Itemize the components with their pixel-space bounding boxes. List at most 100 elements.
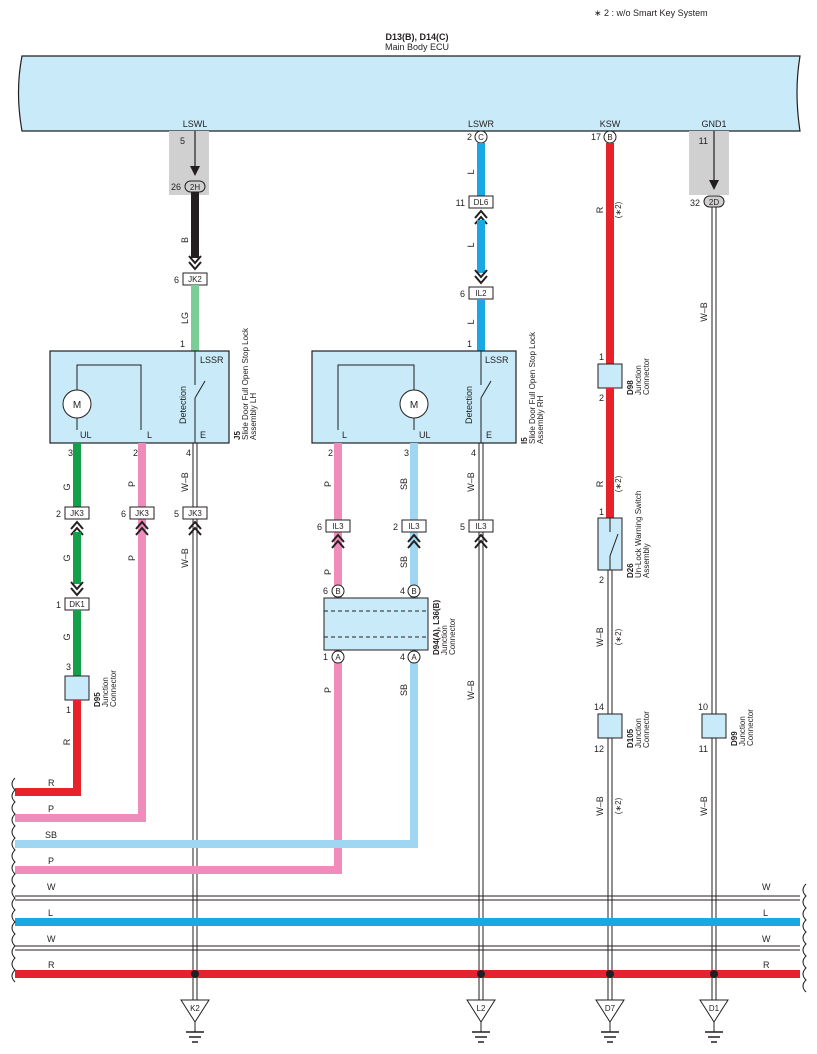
d94-b-l: B xyxy=(335,587,340,596)
d94-name2: Connector xyxy=(448,618,457,655)
i5-name2: Assembly RH xyxy=(536,395,545,444)
connector-il3-wb xyxy=(468,519,494,533)
j5-name: Slide Door Full Open Stop Lock xyxy=(241,327,250,440)
bus-label-r2: R xyxy=(48,960,55,970)
connector-il3-p xyxy=(325,519,351,533)
d95-id: D95 xyxy=(93,692,102,707)
j5-pin-e: 4 xyxy=(186,448,191,458)
connector-il3-sb-num: 2 xyxy=(393,522,398,532)
wire-label-p5: P xyxy=(323,687,333,693)
arrow-icon xyxy=(190,166,200,176)
connector-dl6 xyxy=(468,195,494,209)
d98-id: D98 xyxy=(626,380,635,395)
pin-lswr-name: LSWR xyxy=(468,119,495,129)
connector-2h-label: 2H xyxy=(190,183,200,192)
d26-name: Un-Lock Warning Switch xyxy=(634,491,643,578)
connector-il3-sb-label: IL3 xyxy=(408,522,420,531)
d26-pin-in: 1 xyxy=(599,507,604,517)
wire-label-g2: G xyxy=(62,554,72,561)
wire-label-star1: (∗2) xyxy=(614,201,623,218)
wire-red-ksw xyxy=(606,143,614,364)
bus-lines xyxy=(15,895,800,978)
d94-b-r: B xyxy=(411,587,416,596)
i5-name: Slide Door Full Open Stop Lock xyxy=(528,331,537,444)
i5-detection: Detection xyxy=(464,386,474,424)
j5-e: E xyxy=(200,430,206,440)
d98-pin-in: 1 xyxy=(599,352,604,362)
wire-label-g: G xyxy=(62,483,72,490)
d26-name2: Assembly xyxy=(642,543,651,578)
bus-label-r2-right: R xyxy=(763,960,770,970)
connector-il2-label: IL2 xyxy=(475,289,487,298)
arrow-icon xyxy=(709,180,719,190)
i5-pin-top: 1 xyxy=(467,339,472,349)
wire-label-star4: (∗2) xyxy=(614,797,623,814)
wire-pink-rh xyxy=(15,443,342,874)
ground-k2 xyxy=(180,999,210,1043)
pin-lswr-num: 2 xyxy=(467,132,472,142)
wire-black xyxy=(191,192,199,258)
i5-ul: UL xyxy=(419,430,431,440)
connector-jk2-num: 6 xyxy=(174,275,179,285)
bus-label-p2: P xyxy=(48,856,54,866)
i5-lssr: LSSR xyxy=(485,355,509,365)
i5-l: L xyxy=(342,430,347,440)
wire-label-p1: P xyxy=(127,481,137,487)
main-body-ecu xyxy=(17,55,801,132)
d99-pin-in: 10 xyxy=(698,702,708,712)
ground-d7-label: D7 xyxy=(605,1004,616,1013)
d94-name: Junction xyxy=(440,625,449,655)
wire-red xyxy=(15,700,81,796)
d99-name2: Connector xyxy=(746,709,755,746)
ground-d1-label: D1 xyxy=(709,1004,720,1013)
connector-jk3-wb-num: 5 xyxy=(174,509,179,519)
ground-l2 xyxy=(466,999,496,1043)
wire-label-p2: P xyxy=(127,555,137,561)
connector-il2-num: 6 xyxy=(460,289,465,299)
wire-blue xyxy=(477,143,485,196)
d94-pin-bl: 1 xyxy=(323,652,328,662)
ecu-id: D13(B), D14(C) xyxy=(385,32,448,42)
wire-label-sb2: SB xyxy=(399,556,409,568)
d26-id: D26 xyxy=(626,563,635,578)
j5-pin-l: 2 xyxy=(133,448,138,458)
j5-lssr: LSSR xyxy=(200,355,224,365)
connector-jk3-p xyxy=(129,506,155,520)
d99-id: D99 xyxy=(730,731,739,746)
wire-label-sb1: SB xyxy=(399,478,409,490)
connector-il3-p-num: 6 xyxy=(317,522,322,532)
bus-label-sb: SB xyxy=(45,830,57,840)
j5-name2: Assembly LH xyxy=(249,393,258,440)
d95-name: Junction xyxy=(101,677,110,707)
connector-jk3-g xyxy=(64,506,90,520)
connector-il3-sb xyxy=(401,519,427,533)
component-d105 xyxy=(597,713,623,739)
j5-l: L xyxy=(147,430,152,440)
j5-pin-top: 1 xyxy=(180,339,185,349)
wire-pink xyxy=(15,443,146,822)
d95-pin-in: 3 xyxy=(66,662,71,672)
component-d98 xyxy=(597,363,623,389)
i5-motor: M xyxy=(410,400,418,411)
d98-pin-out: 2 xyxy=(599,393,604,403)
bus-label-w1: W xyxy=(47,882,56,892)
connector-jk3-wb xyxy=(182,506,208,520)
connector-jk3-p-label: JK3 xyxy=(135,509,149,518)
connector-jk3-wb-label: JK3 xyxy=(188,509,202,518)
j5-pin-ul: 3 xyxy=(68,448,73,458)
bus-label-p1: P xyxy=(48,804,54,814)
bus-label-l-right: L xyxy=(763,908,768,918)
i5-e: E xyxy=(486,430,492,440)
component-d99 xyxy=(701,713,727,739)
bus-label-w1-right: W xyxy=(762,882,771,892)
wire-label-wb2: W–B xyxy=(180,548,190,568)
d94-a-r: A xyxy=(411,653,417,662)
connector-jk3-p-num: 6 xyxy=(121,509,126,519)
connector-jk3-g-num: 2 xyxy=(56,509,61,519)
connector-il3-wb-num: 5 xyxy=(460,522,465,532)
d105-name: Junction xyxy=(634,718,643,748)
connector-dl6-num: 11 xyxy=(456,198,465,208)
ground-l2-label: L2 xyxy=(477,1004,486,1013)
component-d94 xyxy=(323,597,429,651)
